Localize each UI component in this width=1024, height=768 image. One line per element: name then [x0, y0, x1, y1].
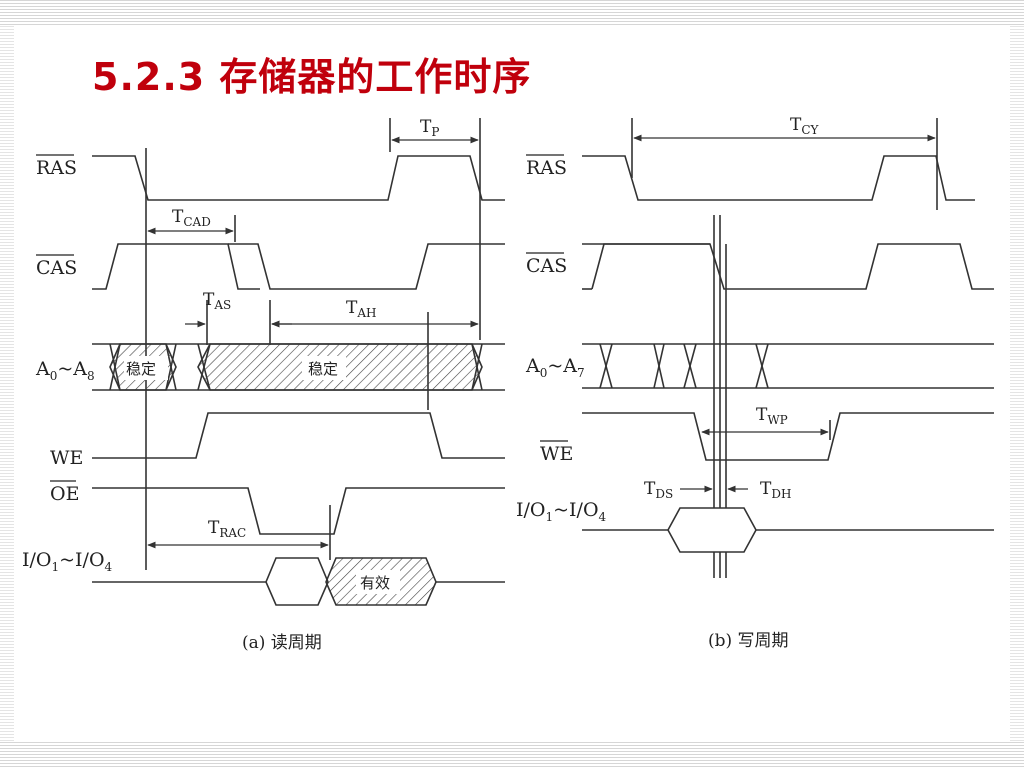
write-caption: (b) 写周期 — [708, 631, 789, 651]
read-trac-label: TRAC — [208, 518, 246, 540]
read-cas-label: CAS — [36, 257, 77, 279]
timing-diagram: RAS CAS A0~A8 WE OE I/O1~I/O4 TP TCAD TA… — [14, 108, 1010, 680]
read-cas-waveform-2 — [228, 243, 505, 290]
write-tdh-label: TDH — [760, 479, 791, 501]
write-ras-label: RAS — [526, 157, 567, 179]
read-ras-waveform — [92, 155, 505, 201]
read-tp-label: TP — [420, 117, 439, 139]
slide-title: 5.2.3 存储器的工作时序 — [92, 55, 532, 99]
write-ras-waveform — [582, 155, 975, 201]
write-cas-label: CAS — [526, 255, 567, 277]
write-io-label: I/O1~I/O4 — [516, 499, 607, 524]
read-caption: (a) 读周期 — [242, 633, 322, 653]
read-addr-stable-2-label: 稳定 — [308, 360, 338, 378]
right-stripes — [1010, 26, 1024, 742]
read-addr-stable-1-label: 稳定 — [126, 360, 156, 378]
read-io-valid-label: 有效 — [360, 574, 390, 592]
read-tcad-label: TCAD — [172, 207, 211, 229]
read-we-label: WE — [50, 447, 83, 469]
timing-diagram-svg: RAS CAS A0~A8 WE OE I/O1~I/O4 TP TCAD TA… — [22, 115, 994, 653]
read-oe-waveform — [92, 487, 505, 535]
read-io-label: I/O1~I/O4 — [22, 549, 113, 574]
write-tcy-label: TCY — [790, 115, 820, 137]
read-ras-label: RAS — [36, 157, 77, 179]
left-stripes — [0, 26, 14, 742]
write-we-label: WE — [540, 443, 573, 465]
footer-stripes — [0, 742, 1024, 768]
write-io-data-box — [667, 507, 757, 553]
write-cas-waveform — [582, 243, 994, 290]
read-tah-label: TAH — [346, 298, 376, 320]
read-cas-waveform — [92, 243, 260, 290]
read-oe-label: OE — [50, 483, 79, 505]
read-addr-label: A0~A8 — [35, 358, 95, 383]
read-we-waveform — [92, 412, 505, 459]
write-we-waveform — [582, 412, 994, 461]
write-addr-label: A0~A7 — [525, 355, 585, 380]
write-twp-label: TWP — [756, 405, 788, 427]
header-stripes — [0, 0, 1024, 26]
write-tds-label: TDS — [644, 479, 673, 501]
read-tas-label: TAS — [203, 290, 231, 312]
read-io-hiz-box — [265, 557, 329, 606]
